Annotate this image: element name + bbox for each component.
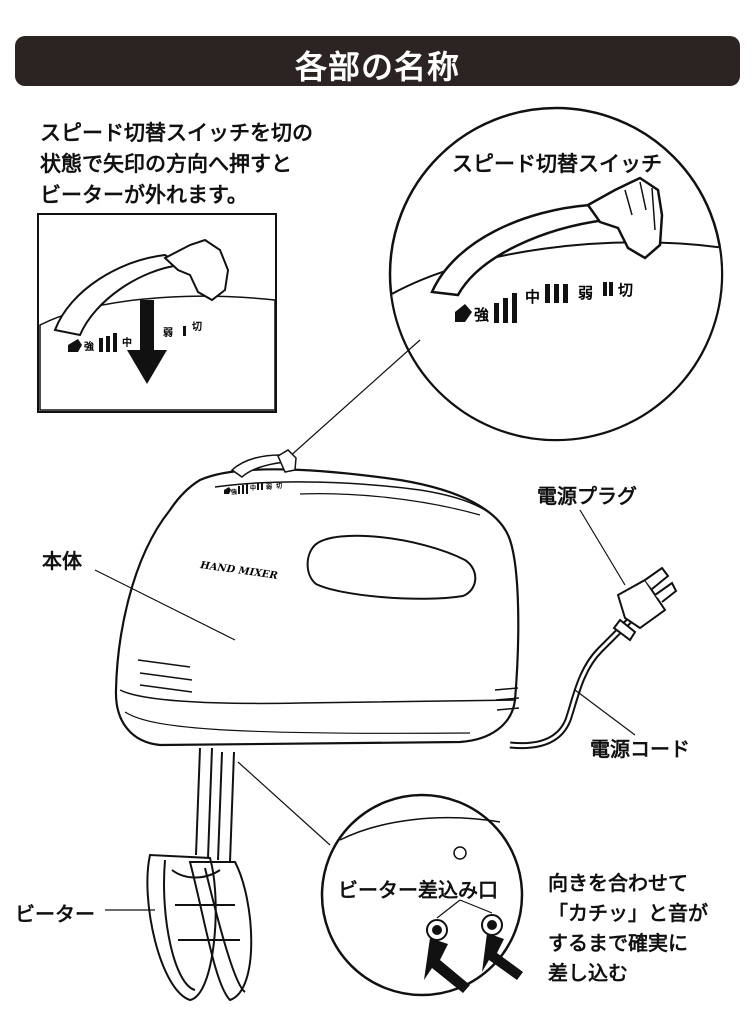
switch-knob-mini-icon — [277, 449, 297, 473]
label-beater-socket: ビーター差込み口 — [338, 878, 498, 902]
switch-knob-icon — [163, 238, 230, 302]
scale-off-mini: 切 — [276, 483, 282, 490]
zoom-circle-socket — [320, 793, 524, 997]
instruction-line-3: ビーターが外れます。 — [40, 183, 248, 207]
power-plug-icon — [612, 566, 678, 642]
scale-medium-small: 中 — [122, 336, 132, 349]
instruction-text: スピード切替スイッチを切の 状態で矢印の方向へ押すと ビーターが外れます。 — [40, 118, 313, 211]
detail-box-release: 強 中 弱 切 — [37, 213, 277, 413]
insert-arrow-icon-2 — [482, 933, 523, 980]
beaters — [146, 747, 253, 1002]
insert-arrow-icon — [424, 938, 470, 993]
zoom-circle-switch: 強 中 弱 切 — [388, 106, 724, 442]
mixer-body: 強 中 弱 切 HAND MIXER — [114, 449, 520, 747]
label-beater: ビーター — [15, 902, 95, 926]
scale-strong-large: 強 — [474, 306, 489, 324]
socket-note-line-4: 差し込む — [548, 961, 628, 985]
instruction-line-1: スピード切替スイッチを切の — [40, 121, 313, 145]
socket-note-line-3: するまで確実に — [548, 931, 688, 955]
socket-note-line-2: 「カチッ」と音が — [548, 901, 708, 925]
instruction-line-2: 状態で矢印の方向へ押すと — [40, 152, 292, 176]
label-body: 本体 — [42, 549, 82, 573]
scale-weak-mini: 弱 — [266, 483, 272, 491]
label-speed-switch: スピード切替スイッチ — [452, 152, 662, 176]
socket-note-line-1: 向きを合わせて — [548, 871, 688, 895]
title-banner: 各部の名称 — [15, 36, 740, 86]
scale-off-large: 切 — [618, 281, 633, 299]
scale-off-small: 切 — [192, 321, 202, 333]
scale-strong-mini: 強 — [231, 488, 237, 496]
down-arrow-icon — [127, 350, 167, 384]
scale-strong-small: 強 — [84, 340, 94, 353]
page-title: 各部の名称 — [294, 48, 460, 86]
label-power-plug: 電源プラグ — [537, 484, 637, 508]
label-power-cord: 電源コード — [590, 737, 690, 761]
scale-medium-mini: 中 — [250, 484, 256, 492]
socket-note: 向きを合わせて 「カチッ」と音が するまで確実に 差し込む — [548, 868, 708, 988]
scale-medium-large: 中 — [525, 288, 540, 306]
scale-weak-large: 弱 — [578, 284, 593, 302]
scale-weak-small: 弱 — [163, 327, 173, 339]
